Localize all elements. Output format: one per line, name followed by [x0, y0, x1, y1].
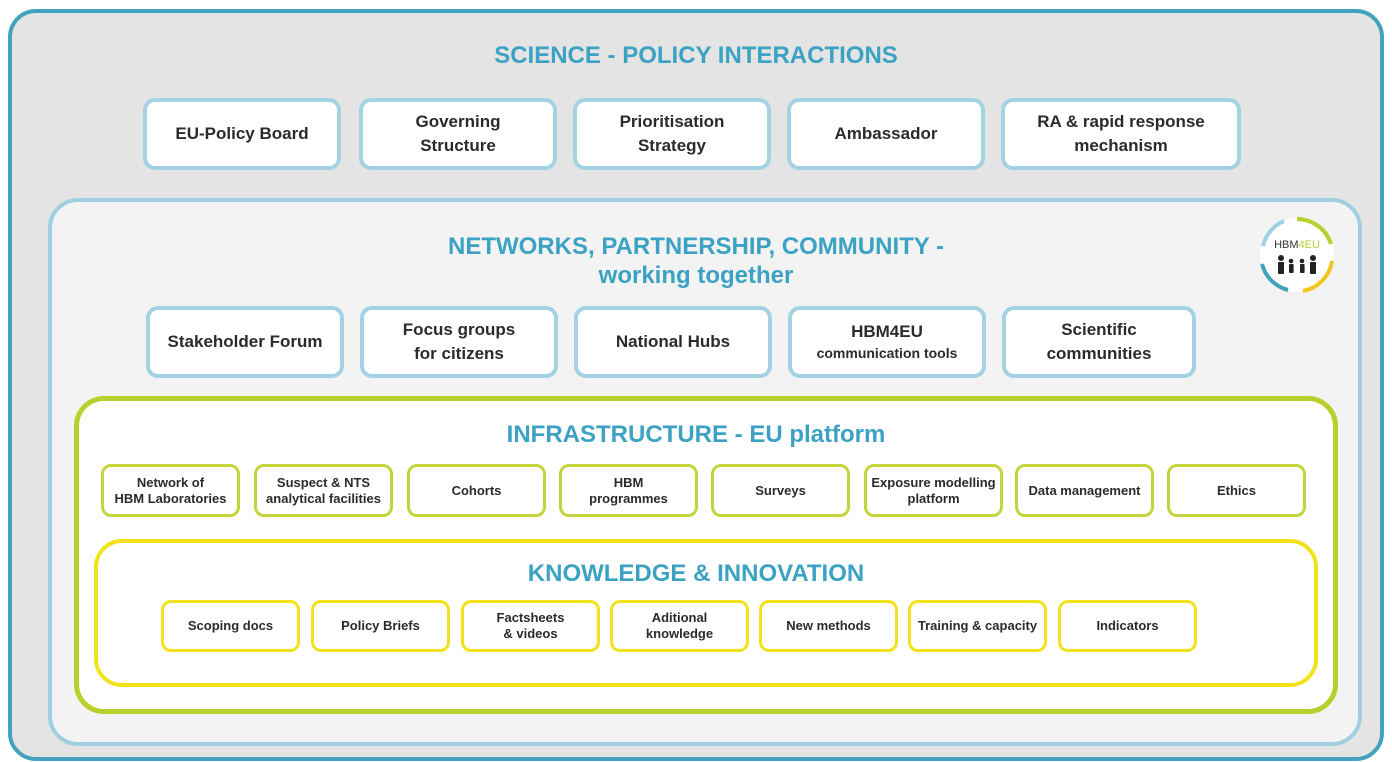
suspect-nts-box: Suspect & NTS analytical facilities — [254, 464, 393, 517]
ra-rapid-response-box: RA & rapid response mechanism — [1001, 98, 1241, 170]
indicators-box: Indicators — [1058, 600, 1197, 652]
science-policy-title: SCIENCE - POLICY INTERACTIONS — [494, 42, 898, 69]
new-methods-box: New methods — [759, 600, 898, 652]
exposure-modelling-box: Exposure modelling platform — [864, 464, 1003, 517]
networks-title-line2: working together — [598, 262, 794, 289]
ambassador-box: Ambassador — [787, 98, 985, 170]
logo-text-4eu: 4EU — [1299, 239, 1320, 251]
prioritisation-strategy-box: Prioritisation Strategy — [573, 98, 771, 170]
training-capacity-box: Training & capacity — [908, 600, 1047, 652]
hbm-laboratories-box: Network of HBM Laboratories — [101, 464, 240, 517]
knowledge-title: KNOWLEDGE & INNOVATION — [527, 560, 865, 587]
hbm4eu-logo: HBM4EU — [1260, 217, 1334, 293]
cohorts-box: Cohorts — [407, 464, 546, 517]
communication-tools-label: communication tools — [816, 345, 958, 361]
ethics-box: Ethics — [1167, 464, 1306, 517]
data-management-box: Data management — [1015, 464, 1154, 517]
governing-structure-box: Governing Structure — [359, 98, 557, 170]
infrastructure-title: INFRASTRUCTURE - EU platform — [506, 421, 886, 448]
hbm4eu-label: HBM4EU — [851, 322, 923, 341]
logo-text-hbm: HBM — [1274, 239, 1298, 251]
scoping-docs-box: Scoping docs — [161, 600, 300, 652]
national-hubs-box: National Hubs — [574, 306, 772, 378]
eu-policy-board-box: EU-Policy Board — [143, 98, 341, 170]
hbm-programmes-box: HBM programmes — [559, 464, 698, 517]
hbm4eu-communication-tools-box: HBM4EU communication tools — [788, 306, 986, 378]
aditional-knowledge-box: Aditional knowledge — [610, 600, 749, 652]
svg-text:HBM4EU: HBM4EU — [1274, 239, 1320, 251]
stakeholder-forum-box: Stakeholder Forum — [146, 306, 344, 378]
surveys-box: Surveys — [711, 464, 850, 517]
factsheets-videos-box: Factsheets & videos — [461, 600, 600, 652]
focus-groups-box: Focus groups for citizens — [360, 306, 558, 378]
networks-title-line1: NETWORKS, PARTNERSHIP, COMMUNITY - — [447, 233, 945, 260]
policy-briefs-box: Policy Briefs — [311, 600, 450, 652]
scientific-communities-box: Scientific communities — [1002, 306, 1196, 378]
family-icon — [1278, 255, 1316, 274]
